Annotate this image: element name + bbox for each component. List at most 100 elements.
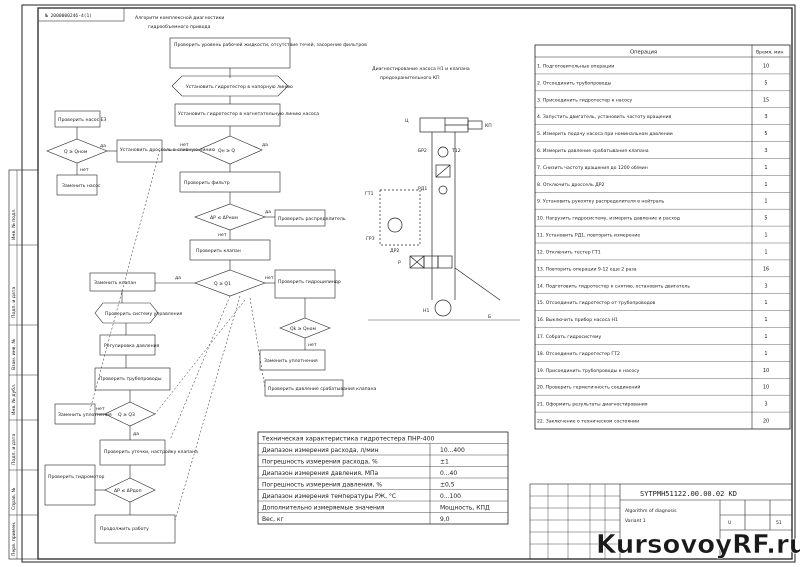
stamp-sub-2: Variant 1 — [625, 518, 646, 524]
tech-row-label: Погрешность измерения давления, % — [262, 482, 382, 489]
op-row-text: 15. Отсоединить гидротестер от трубопров… — [537, 300, 656, 306]
flowchart-hex-1 — [171, 75, 289, 97]
hydraulic-title-1: Диагностирование насоса Н1 и клапана — [372, 66, 470, 72]
tech-row-label: Диапазон измерения расхода, л/мин — [262, 447, 379, 454]
tech-row-value: 0...100 — [440, 493, 461, 500]
hyd-label-gr3: ГРЗ — [366, 236, 375, 242]
yes-label-6: да — [133, 432, 139, 437]
flowchart-diamond-5-text: Qk ≥ Qном — [290, 326, 316, 332]
flowchart-end-text: Продолжить работу — [100, 526, 149, 532]
flowchart-diamond-1-text: Q ≥ Qном — [64, 149, 88, 155]
flowchart-block-14-text: Заменить уплотнения — [58, 412, 112, 418]
tech-row-label: Дополнительно измеряемые значения — [262, 505, 385, 512]
tech-row-label: Диапазон измерения давления, МПа — [262, 470, 379, 477]
side-stamp-4: Инв. № дубл. — [11, 384, 17, 415]
tech-row-label: Диапазон измерения температуры РЖ, °С — [262, 493, 396, 500]
op-row-time: 10 — [763, 385, 769, 391]
flowchart-diamond-2-text: Qн ≥ Q — [218, 148, 235, 154]
yes-label-3: да — [265, 210, 271, 215]
op-row-text: 11. Установить РД1, повторить измерение — [537, 233, 640, 239]
flowchart-hex-2-text: Проверить систему управления — [105, 311, 183, 317]
title-block: SYTPMH51122.00.00.02 KD Algorithm of dia… — [529, 483, 793, 560]
op-row-text: 14. Подготовить гидротестер к снятию, ос… — [537, 283, 690, 289]
hyd-label-n1: Н1 — [423, 308, 429, 314]
operation-table: Операция Время, мин 1. Подготовительные оп… — [534, 44, 791, 430]
op-row-time: 16 — [763, 266, 769, 272]
tech-row-value: ±0,5 — [440, 482, 455, 489]
tech-row-value: 0...40 — [440, 470, 457, 477]
watermark-logo: KursovoyRF.ru — [596, 530, 800, 560]
no-label-1: нет — [80, 168, 89, 173]
flowchart-block-8 — [259, 349, 326, 371]
flowchart-block-14 — [54, 403, 96, 425]
op-row-text: 3. Присоединить гидротестер к насосу — [537, 97, 632, 103]
hydraulic-title-2: предохранительного КП — [380, 75, 440, 81]
op-row-time: 3 — [764, 402, 767, 408]
no-label-5: нет — [308, 343, 317, 348]
op-row-time: 1 — [764, 351, 767, 357]
hyd-label-rd1: РД1 — [418, 186, 427, 192]
op-row-time: 5 — [764, 216, 767, 222]
flowchart-dashed-links — [89, 149, 266, 521]
op-row-time: 3 — [764, 148, 767, 154]
flowchart-block-15-text: Проверить утечки, настройку клапана — [104, 448, 198, 455]
op-header-time: Время, мин — [756, 50, 784, 56]
top-left-code-box — [37, 7, 125, 22]
side-stamp-7: Перв. примен. — [11, 522, 17, 557]
tech-table-title: Техническая характеристика гидротестера … — [261, 436, 435, 443]
tech-table: Техническая характеристика гидротестера … — [257, 431, 509, 525]
flowchart: Алгоритм комплексной диагностики гидрооб… — [44, 14, 376, 544]
no-label-3: нет — [218, 233, 227, 238]
op-row-text: 4. Запустить двигатель, установить часто… — [537, 114, 672, 120]
flowchart-block-10 — [89, 272, 156, 292]
flowchart-left-block-3 — [56, 174, 98, 196]
hyd-label-br2: БР2 — [418, 148, 427, 154]
flowchart-block-12-text: Регулировка давления — [104, 343, 160, 349]
flowchart-hex-2 — [94, 302, 159, 324]
flowchart-block-10-text: Заменить клапан — [94, 280, 136, 286]
op-table-frame — [534, 44, 791, 430]
hydraulic-schematic: Диагностирование насоса Н1 и клапана пре… — [365, 66, 520, 321]
flowchart-block-1-text: Установить гидротестер в нагнетательную … — [178, 111, 319, 117]
op-row-time: 1 — [764, 182, 767, 188]
yes-label-2: да — [262, 143, 268, 148]
op-row-time: 1 — [764, 317, 767, 323]
op-row-text: 19. Присоединить трубопроводы к насосу — [537, 368, 640, 374]
op-header-operation: Операция — [630, 50, 657, 56]
op-row-time: 20 — [763, 419, 769, 425]
op-row-text: 13. Повторить операции 9-12 еще 2 раза — [537, 266, 637, 272]
stamp-code: SYTPMH51122.00.00.02 KD — [640, 490, 737, 498]
flowchart-left-block-2 — [116, 139, 163, 163]
flowchart-diamond-3-text: ΔP ≤ ΔPном — [210, 215, 238, 221]
op-row-text: 7. Снизить частоту вращения до 1200 об/м… — [537, 165, 648, 171]
flowchart-block-4-text: Проверить фильтр — [184, 180, 230, 186]
hyd-valve-kp — [467, 120, 483, 130]
flowchart-block-16-text: Проверить гидромотор — [48, 474, 105, 480]
flowchart-block-8-text: Заменить уплотнения — [264, 358, 318, 364]
flowchart-left-block-1 — [54, 110, 101, 128]
op-row-text: 16. Выключить прибор насоса Н1 — [537, 317, 618, 323]
op-row-time: 1 — [764, 334, 767, 340]
op-row-text: 1. Подготовительные операции — [537, 63, 614, 69]
op-row-time: 1 — [764, 233, 767, 239]
no-label-6: нет — [96, 407, 105, 412]
top-left-code: № 2000000246-4(1) — [45, 13, 92, 19]
outer-frame — [21, 4, 796, 563]
flowchart-block-5-text: Проверить распределитель — [278, 216, 346, 222]
op-row-text: 5. Измерить подачу насоса при номинально… — [537, 131, 673, 137]
flowchart-block-13 — [94, 367, 171, 391]
flowchart-diamond-7-text: ΔP ≤ ΔPдоп — [114, 488, 142, 494]
side-stamp-5: Подп. и дата — [11, 434, 17, 465]
flowchart-block-9-text: Проверить давление срабатывания клапана — [268, 386, 376, 392]
side-stamp-strip: Инв. № подл. Подп. и дата Взам. инв. № И… — [8, 169, 39, 560]
side-stamp-2: Подп. и дата — [11, 287, 17, 318]
tech-row-value: 10...400 — [440, 447, 465, 454]
flowchart-start-text: Проверить уровень рабочей жидкости, отсу… — [174, 41, 367, 48]
flowchart-title-2: гидрообъемного привода — [148, 24, 211, 30]
op-row-time: 1 — [764, 249, 767, 255]
yes-label-4: да — [175, 276, 181, 281]
side-stamp-1: Инв. № подл. — [11, 208, 17, 240]
flowchart-block-12 — [99, 334, 156, 356]
tech-row-value: Мощность, КПД — [440, 505, 490, 512]
